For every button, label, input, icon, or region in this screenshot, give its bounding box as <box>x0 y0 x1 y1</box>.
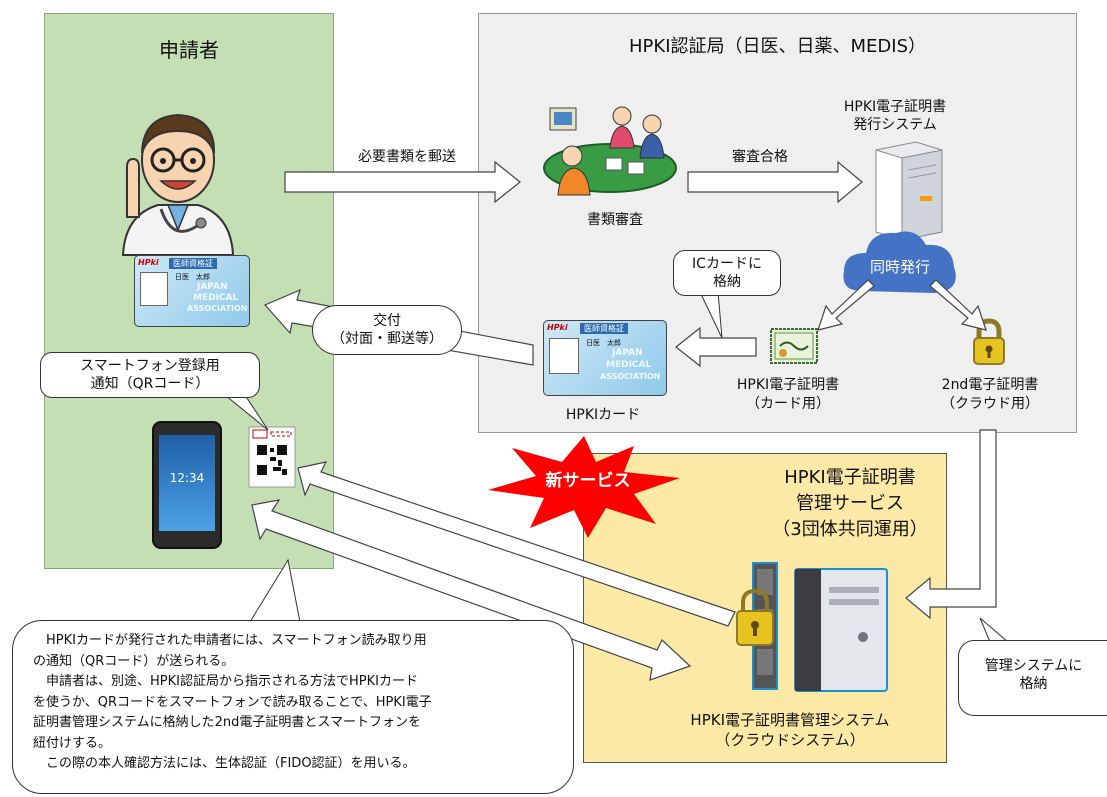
card-header: 医師資格証 <box>580 323 628 334</box>
mail-docs-arrow <box>284 160 521 204</box>
explanation-bubble: HPKIカードが発行された申請者には、スマートフォン読み取り用 の通知（QRコー… <box>12 620 574 794</box>
management-server-icon <box>736 562 888 692</box>
store-note-line-2: 格納 <box>1019 676 1048 692</box>
card-name: 日医 太郎 <box>175 273 210 281</box>
issue-system-label-2: 発行システム <box>853 117 937 133</box>
explanation-line-1: HPKIカードが発行された申請者には、スマートフォン読み取り用 <box>33 633 427 648</box>
explanation-line-3: 申請者は、別途、HPKI認証局から指示される方法でHPKIカード <box>33 674 418 689</box>
cert-cloud-label-2: （クラウド用） <box>941 396 1039 412</box>
card-watermark-3: ASSOCIATION <box>187 304 248 313</box>
management-title-3: （3団体共同運用） <box>772 519 928 540</box>
ic-store-arrow <box>675 326 757 368</box>
store-to-management-arrow <box>905 429 997 620</box>
explanation-line-6: 紐付けする。 <box>33 735 112 751</box>
review-pass-arrow <box>687 160 863 204</box>
certificate-icon <box>770 328 818 364</box>
card-brand: HPki <box>138 258 159 267</box>
document-review-label: 書類審査 <box>587 212 643 228</box>
store-note-bubble: 管理システムに 格納 <box>958 640 1107 716</box>
new-service-burst <box>488 436 680 538</box>
issue-arrow-left <box>817 279 875 331</box>
server-icon <box>875 141 943 241</box>
card-photo <box>549 338 579 374</box>
management-system-label-2: （クラウドシステム） <box>715 731 865 749</box>
qr-notice-line-1: スマートフォン登録用 <box>80 358 220 374</box>
management-title-2: 管理サービス <box>796 493 904 514</box>
qr-notice-bubble: スマートフォン登録用 通知（QRコード） <box>40 352 260 398</box>
mail-docs-label: 必要書類を郵送 <box>358 149 456 165</box>
doctor-icon <box>121 113 235 256</box>
hpki-card-label: HPKIカード <box>565 407 641 423</box>
link-arrow <box>251 499 692 681</box>
qr-send-arrow <box>297 461 736 627</box>
store-note-line-1: 管理システムに <box>984 658 1083 674</box>
management-system-label-1: HPKI電子証明書管理システム <box>690 711 890 729</box>
qr-code-icon <box>248 426 296 488</box>
review-pass-label: 審査合格 <box>732 149 788 165</box>
hpki-card-image-applicant: HPki 医師資格証 日医 太郎 JAPAN MEDICAL ASSOCIATI… <box>134 255 250 327</box>
cert-cloud-label-1: 2nd電子証明書 <box>941 377 1039 393</box>
qr-notice-line-2: 通知（QRコード） <box>90 376 210 392</box>
cert-card-label-2: （カード用） <box>746 396 830 412</box>
delivery-bubble: 交付 （対面・郵送等） <box>312 305 462 355</box>
lock-icon <box>973 318 1005 365</box>
hpki-card-image-authority: HPki 医師資格証 日医 太郎 JAPAN MEDICAL ASSOCIATI… <box>543 320 667 396</box>
explanation-line-7: この際の本人確認方法には、生体認証（FIDO認証）を用いる。 <box>33 756 416 771</box>
management-title-1: HPKI電子証明書 <box>784 467 916 488</box>
smartphone-icon: 12:34 <box>152 421 222 549</box>
card-watermark-1: JAPAN <box>197 282 228 292</box>
card-brand: HPki <box>547 323 568 332</box>
simultaneous-issue-cloud <box>843 231 956 293</box>
document-review-icon <box>543 106 677 196</box>
card-watermark-2: MEDICAL <box>193 293 239 303</box>
card-photo <box>140 272 168 306</box>
delivery-line-2: （対面・郵送等） <box>331 331 443 347</box>
new-service-label: 新サービス <box>545 471 631 491</box>
ic-store-line-2: 格納 <box>713 274 741 290</box>
issue-system-label-1: HPKI電子証明書 <box>843 99 947 115</box>
cert-card-label-1: HPKI電子証明書 <box>736 377 840 393</box>
card-name: 日医 太郎 <box>586 339 621 347</box>
explanation-line-4: を使うか、QRコードをスマートフォンで読み取ることで、HPKI電子 <box>33 694 432 710</box>
simultaneous-issue-label: 同時発行 <box>869 258 930 276</box>
ic-store-line-1: ICカードに <box>692 256 762 272</box>
card-header: 医師資格証 <box>169 258 217 269</box>
phone-screen: 12:34 <box>159 435 215 531</box>
card-watermark-2: MEDICAL <box>606 360 652 370</box>
card-watermark-1: JAPAN <box>612 348 643 358</box>
phone-time: 12:34 <box>169 471 205 485</box>
ic-store-bubble: ICカードに 格納 <box>673 250 781 296</box>
card-watermark-3: ASSOCIATION <box>600 372 661 381</box>
explanation-line-2: の通知（QRコード）が送られる。 <box>33 653 235 669</box>
applicant-title: 申請者 <box>159 38 219 62</box>
delivery-line-1: 交付 <box>373 313 401 329</box>
authority-title: HPKI認証局（日医、日薬、MEDIS） <box>629 36 926 57</box>
issue-arrow-right <box>929 279 987 331</box>
explanation-line-5: 証明書管理システムに格納した2nd電子証明書とスマートフォンを <box>33 715 421 730</box>
